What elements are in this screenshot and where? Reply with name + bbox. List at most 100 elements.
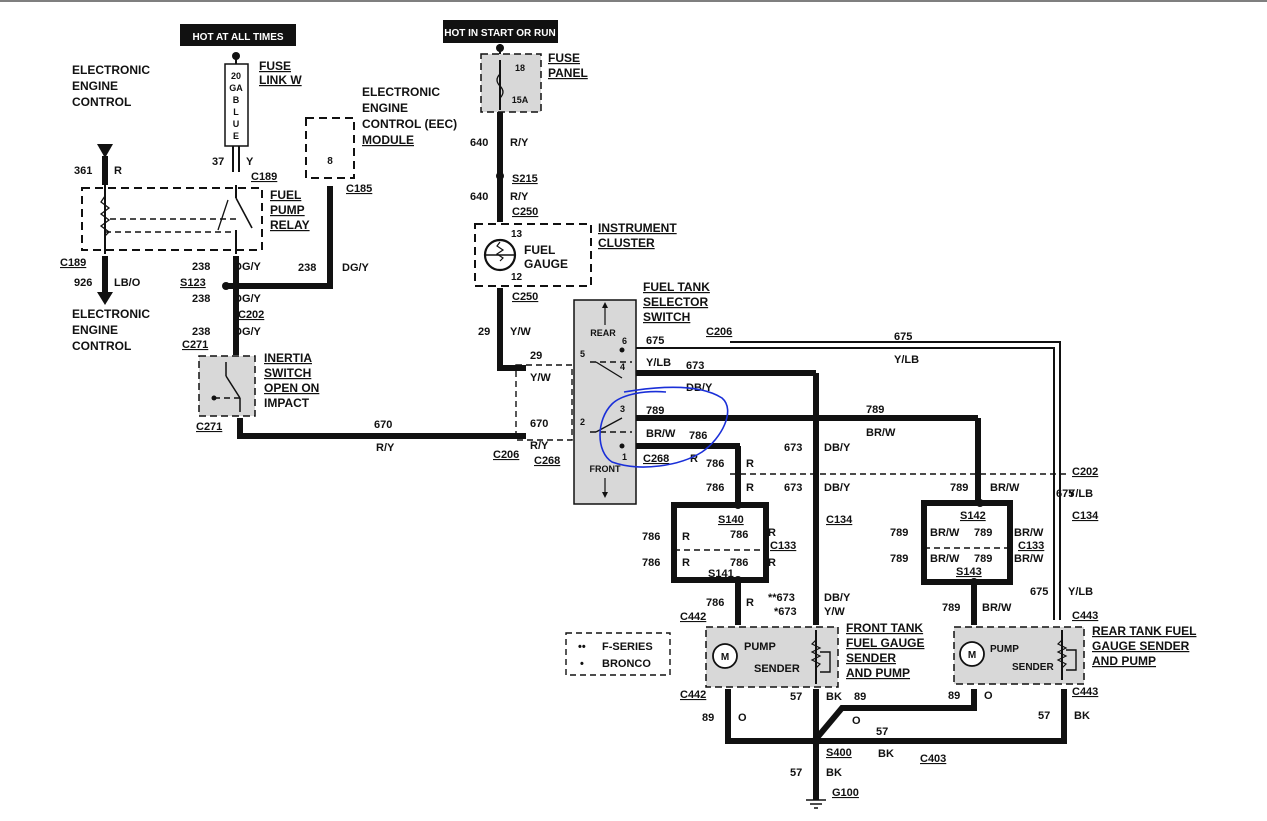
- wire-color: Y/W: [530, 372, 551, 384]
- wire-color: Y/LB: [1068, 488, 1093, 500]
- hand-drawn-circle-annotation: [599, 386, 729, 468]
- svg-text:1: 1: [622, 452, 627, 462]
- front-tank-label: FUEL GAUGE: [846, 636, 924, 650]
- fuel-tank-selector-switch: REAR 5 6 4 3 2 1 FRONT: [573, 299, 637, 505]
- wire-number: 640: [470, 137, 488, 149]
- wire-number: 89: [854, 691, 866, 703]
- wire-number: 673: [686, 360, 704, 372]
- wire-color: DB/Y: [824, 442, 851, 454]
- connector-label: C189: [60, 257, 86, 269]
- connector-label: C202: [1072, 466, 1098, 478]
- svg-text:5: 5: [580, 349, 585, 359]
- connector-label: C403: [920, 753, 946, 765]
- svg-text:U: U: [233, 119, 240, 129]
- fuse-link-w: 20 GA B L U E: [224, 52, 249, 172]
- eec-pin: 8: [327, 156, 333, 167]
- svg-text:18: 18: [515, 63, 525, 73]
- wire-color: BR/W: [930, 553, 960, 565]
- wire-color: O: [852, 715, 861, 727]
- fuse-link-label: LINK W: [259, 73, 302, 87]
- connector-label: C250: [512, 206, 538, 218]
- connector-label: C133: [1018, 540, 1044, 552]
- wire-number: 640: [470, 191, 488, 203]
- splice-label: S123: [180, 277, 206, 289]
- fuse-link-label: FUSE: [259, 59, 291, 73]
- connector-label: C271: [182, 339, 208, 351]
- fuse-panel-label: FUSE: [548, 51, 580, 65]
- wire-color: BR/W: [990, 482, 1020, 494]
- wire-color: Y: [246, 156, 254, 168]
- wire-color: DG/Y: [342, 262, 370, 274]
- eec-top-label: CONTROL: [72, 95, 131, 109]
- eec-bottom-label: ELECTRONIC: [72, 307, 150, 321]
- instrument-cluster-label: INSTRUMENT: [598, 221, 677, 235]
- wire-color: R: [690, 453, 698, 465]
- svg-text:20: 20: [231, 71, 241, 81]
- svg-text:HOT AT ALL TIMES: HOT AT ALL TIMES: [192, 32, 283, 43]
- ground-icon: [806, 799, 826, 809]
- splice-label: S215: [512, 173, 538, 185]
- rear-tank-label: GAUGE SENDER: [1092, 639, 1190, 653]
- selector-switch-label: FUEL TANK: [643, 280, 710, 294]
- splice-label: S143: [956, 566, 982, 578]
- wire-number: 238: [298, 262, 316, 274]
- fuel-gauge-label: FUEL: [524, 243, 555, 257]
- ground-label: G100: [832, 787, 859, 799]
- wire-color: DG/Y: [234, 326, 262, 338]
- hot-in-start-or-run-label: HOT IN START OR RUN: [443, 20, 558, 43]
- wire-color: DB/Y: [824, 592, 851, 604]
- svg-text:B: B: [233, 95, 240, 105]
- eec-module: [305, 117, 355, 179]
- wire-color: R: [114, 165, 122, 177]
- wire-number: 789: [890, 527, 908, 539]
- selector-switch-label: SELECTOR: [643, 295, 708, 309]
- wire-number: 57: [790, 691, 802, 703]
- wire-color: O: [984, 690, 993, 702]
- wire-number: 57: [1038, 710, 1050, 722]
- svg-text:PUMP: PUMP: [990, 644, 1019, 655]
- eec-module-label: ELECTRONIC: [362, 85, 440, 99]
- front-tank-pump-sender: M PUMP SENDER: [705, 626, 839, 688]
- wire-color: LB/O: [114, 277, 141, 289]
- instrument-cluster: 13 12 FUEL GAUGE: [474, 223, 592, 287]
- wire-number: 238: [192, 261, 210, 273]
- wire-color: R: [682, 531, 690, 543]
- front-tank-label: AND PUMP: [846, 666, 910, 680]
- inertia-switch-label: SWITCH: [264, 366, 311, 380]
- eec-bottom-label: ENGINE: [72, 323, 118, 337]
- fuse-panel: 18 15A: [480, 53, 542, 113]
- connector-label: C206: [706, 326, 732, 338]
- connector-label: C185: [346, 183, 372, 195]
- wire-number: 673: [784, 442, 802, 454]
- wire-number: 89: [702, 712, 714, 724]
- front-tank-label: SENDER: [846, 651, 896, 665]
- wire-number: 789: [646, 405, 664, 417]
- wire-color: BR/W: [982, 602, 1012, 614]
- hot-at-all-times-label: HOT AT ALL TIMES: [180, 24, 296, 46]
- wire-color: BK: [826, 691, 842, 703]
- wire-color: O: [738, 712, 747, 724]
- splice-label: S140: [718, 514, 744, 526]
- svg-text:12: 12: [511, 272, 523, 283]
- wire-color: R: [746, 482, 754, 494]
- wire-number: 786: [706, 458, 724, 470]
- wire-number: 675: [894, 331, 912, 343]
- wire-color: BK: [1074, 710, 1090, 722]
- connector-label: C250: [512, 291, 538, 303]
- wire-number: 789: [942, 602, 960, 614]
- svg-text:F-SERIES: F-SERIES: [602, 641, 653, 653]
- eec-top-label: ENGINE: [72, 79, 118, 93]
- wire-color: Y/W: [824, 606, 845, 618]
- connector-label: C189: [251, 171, 277, 183]
- connector-label: C134: [826, 514, 853, 526]
- arrow-icon: [97, 144, 113, 158]
- wire-color: R/Y: [376, 442, 395, 454]
- inertia-switch-label: IMPACT: [264, 396, 310, 410]
- rear-tank-label: AND PUMP: [1092, 654, 1156, 668]
- wire-color: R: [768, 527, 776, 539]
- inertia-switch-label: OPEN ON: [264, 381, 319, 395]
- splice-label: S142: [960, 510, 986, 522]
- wire-color: DG/Y: [234, 293, 262, 305]
- svg-text:REAR: REAR: [590, 328, 616, 338]
